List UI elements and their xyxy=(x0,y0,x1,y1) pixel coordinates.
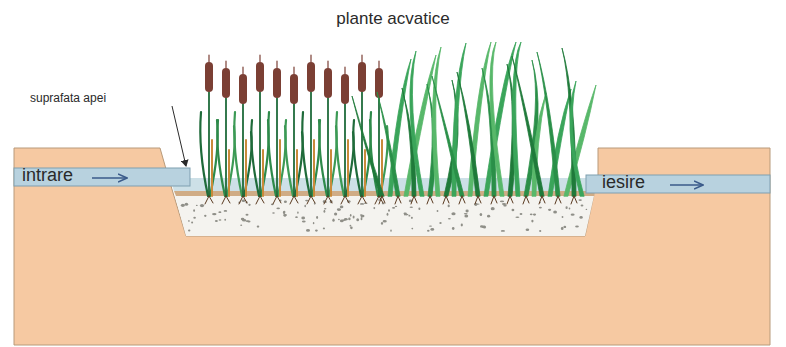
inflow-arrow xyxy=(92,177,126,179)
gravel-dots xyxy=(181,199,587,232)
inlet-label: intrare xyxy=(22,166,73,186)
outflow-arrow xyxy=(670,184,702,186)
leader-line xyxy=(172,106,186,166)
plants-label: plante acvatice xyxy=(336,10,449,29)
outlet-label: iesire xyxy=(602,173,645,193)
aquatic-plants xyxy=(200,42,596,204)
water-surface-label: suprafata apei xyxy=(30,92,106,105)
